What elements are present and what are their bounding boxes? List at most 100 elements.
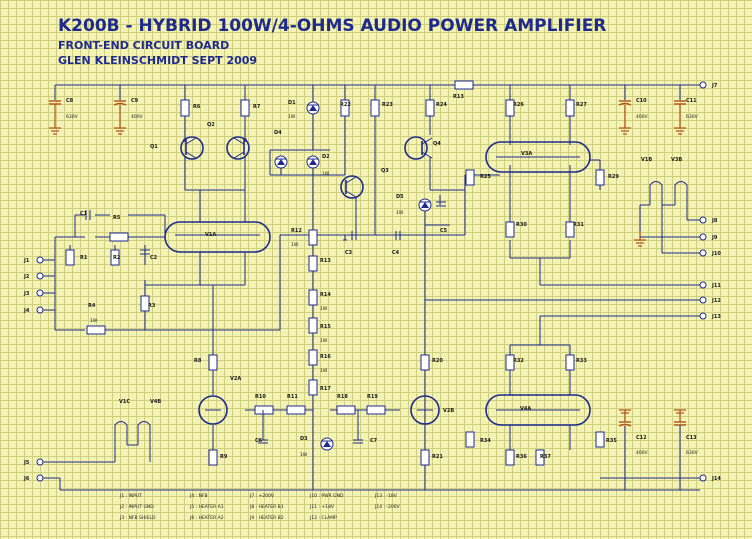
tube-v1a [164,221,271,270]
svg-text:R5: R5 [113,215,121,221]
terminal-j5[interactable] [36,458,44,466]
svg-text:R33: R33 [576,358,587,364]
top-resistors [180,99,575,235]
svg-text:R10: R10 [255,394,266,400]
tube-v4a [485,394,591,450]
heater-v1b-v3b [639,181,700,254]
terminal-j13[interactable] [699,312,707,320]
svg-text:J9: J9 [711,235,718,241]
terminal-j11[interactable] [699,281,707,289]
terminal-j3[interactable] [36,289,44,297]
svg-text:R22: R22 [340,102,351,108]
svg-text:C6: C6 [255,438,263,444]
svg-text:J3 : NFB SHIELD: J3 : NFB SHIELD [119,515,156,521]
component-labels: C8 630V C9 400V C10 400V C11 630V C12 40… [23,83,721,482]
svg-text:J14: J14 [711,476,721,482]
svg-text:1W: 1W [291,242,299,248]
ground-heater [634,232,646,247]
svg-text:R34: R34 [480,438,491,444]
svg-text:R37: R37 [540,454,551,460]
svg-text:C8: C8 [66,98,74,104]
svg-text:J4: J4 [23,308,30,314]
terminal-legend: J1 : INPUT J4 : NFB J7 : +200V J10 : PWR… [119,493,401,521]
svg-text:J13 : -18V: J13 : -18V [374,493,398,499]
svg-text:R19: R19 [367,394,378,400]
diode-d4 [274,155,288,169]
transistor-q4 [404,136,433,160]
svg-text:C12: C12 [636,435,647,441]
cap-c10 [618,100,632,135]
subtitle-author: GLEN KLEINSCHMIDT SEPT 2009 [58,54,257,67]
svg-text:Q3: Q3 [381,168,389,174]
svg-text:R7: R7 [253,104,261,110]
svg-text:R32: R32 [513,358,524,364]
svg-text:Q2: Q2 [207,122,215,128]
diode-d1 [306,100,320,120]
svg-text:C11: C11 [686,98,697,104]
svg-text:400V: 400V [131,114,144,120]
svg-text:J4 : NFB: J4 : NFB [189,493,208,499]
svg-text:R31: R31 [573,222,584,228]
svg-text:C5: C5 [440,228,448,234]
svg-text:J13: J13 [711,314,721,320]
svg-text:R13: R13 [320,258,331,264]
terminal-j7[interactable] [699,81,707,89]
svg-text:D4: D4 [274,130,282,136]
svg-text:1W: 1W [90,318,98,324]
svg-text:J12: J12 [711,298,721,304]
svg-text:C3: C3 [345,250,353,256]
terminal-j1[interactable] [36,256,44,264]
terminal-j9[interactable] [699,233,707,241]
svg-text:R1: R1 [80,255,88,261]
svg-text:J11: J11 [711,283,721,289]
svg-text:R4: R4 [88,303,96,309]
svg-text:C2: C2 [150,255,158,261]
svg-text:1W: 1W [396,210,404,216]
diode-d5 [418,198,432,212]
svg-text:1W: 1W [322,171,330,177]
terminal-j2[interactable] [36,272,44,280]
svg-text:J1: J1 [23,258,30,264]
svg-text:R36: R36 [516,454,527,460]
svg-text:R20: R20 [432,358,443,364]
tube-v3a [485,141,591,173]
transistor-q1 [180,136,204,160]
small-caps [85,201,446,444]
cap-c12 [618,409,632,490]
terminal-j6[interactable] [36,474,44,482]
horizontal-resistors [65,232,605,466]
svg-text:1W: 1W [320,338,328,344]
terminal-j14[interactable] [699,474,707,482]
svg-text:R13: R13 [453,94,464,100]
top-supply-rail [54,80,707,100]
svg-text:R11: R11 [287,394,298,400]
svg-text:V3A: V3A [521,151,532,157]
main-wiring [40,120,700,491]
svg-text:J12 : CLAMP: J12 : CLAMP [309,515,337,521]
svg-text:J2 : INPUT GND: J2 : INPUT GND [119,504,154,510]
diode-d3 [320,437,334,451]
svg-text:V4B: V4B [150,399,161,405]
svg-text:V2A: V2A [230,376,241,382]
svg-text:J7 : +200V: J7 : +200V [249,493,275,499]
subtitle-board: FRONT-END CIRCUIT BOARD [58,39,229,52]
svg-text:630V: 630V [686,450,699,456]
svg-text:R27: R27 [576,102,587,108]
transistor-q2 [226,136,250,160]
terminal-j10[interactable] [699,249,707,257]
svg-text:R15: R15 [320,324,331,330]
tube-v2b [410,395,440,425]
svg-text:R16: R16 [320,354,331,360]
terminal-j4[interactable] [36,306,44,314]
cap-c8 [49,100,61,135]
svg-text:J10: J10 [711,251,721,257]
svg-text:V3B: V3B [671,157,682,163]
terminal-j8[interactable] [699,216,707,224]
svg-text:C13: C13 [686,435,697,441]
terminal-j12[interactable] [699,296,707,304]
svg-text:R24: R24 [436,102,447,108]
svg-text:Q4: Q4 [433,141,441,147]
svg-text:400V: 400V [636,450,649,456]
